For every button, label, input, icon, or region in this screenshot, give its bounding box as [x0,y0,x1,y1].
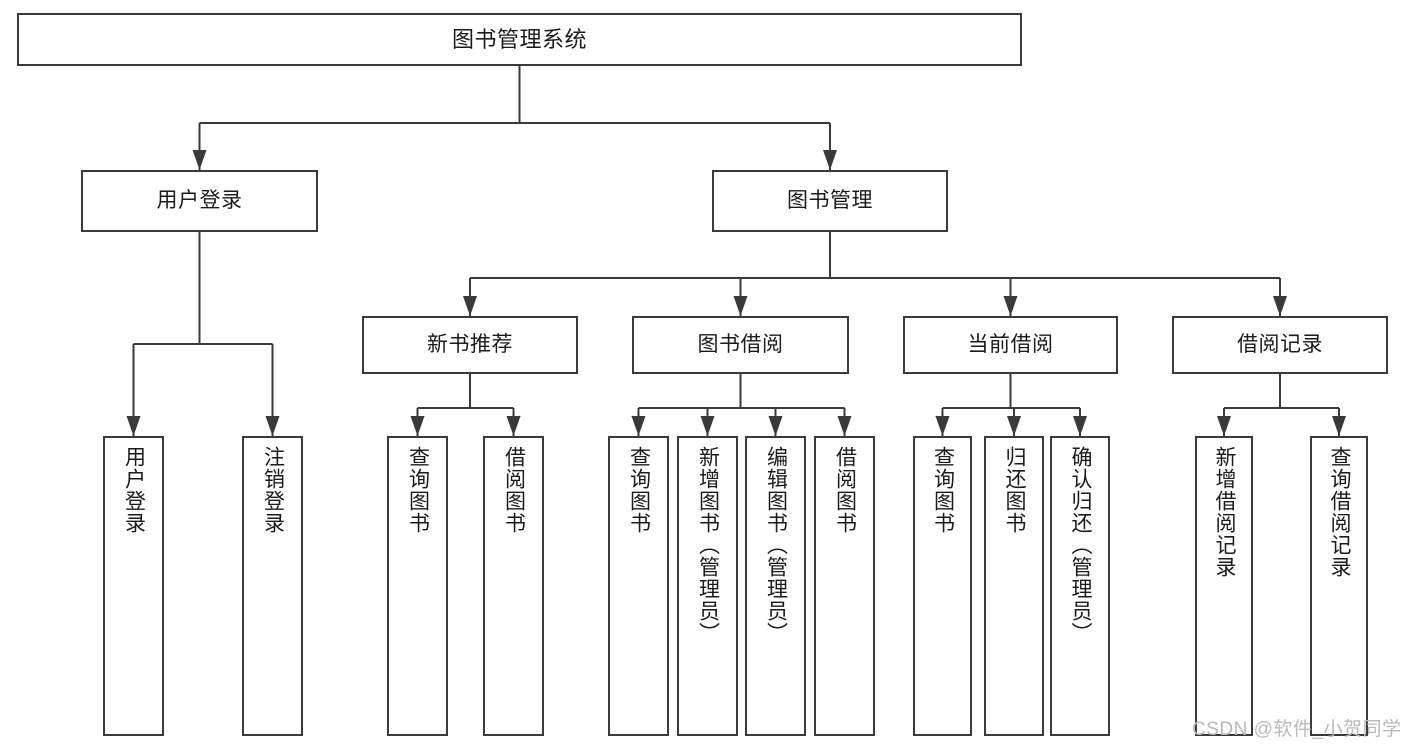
arrow-head-icon [935,416,950,436]
arrow-head-icon [631,416,646,436]
arrow-head-icon [1003,296,1018,316]
arrow-head-icon [126,416,141,436]
node-label: 查询图书 [406,446,430,534]
arrow-head-icon [1332,416,1346,436]
node-label: 新书推荐 [427,332,513,356]
node-label: 新增图书（管理员） [696,446,720,644]
node-label: 新增借阅记录 [1213,446,1237,578]
csdn-watermark: CSDN @软件_小贺同学 [1192,719,1402,740]
node-leaf-logout[interactable]: 注销登录 [242,436,303,736]
node-label: 编辑图书（管理员） [764,446,788,644]
node-label: 借阅图书 [502,446,526,534]
node-leaf-borrow-book-2[interactable]: 借阅图书 [814,436,875,736]
node-borrow-record[interactable]: 借阅记录 [1172,316,1388,374]
node-current-borrow[interactable]: 当前借阅 [903,316,1118,374]
node-label: 确认归还（管理员） [1069,446,1093,644]
arrow-head-icon [1217,416,1231,436]
node-leaf-query-book-2[interactable]: 查询图书 [608,436,669,736]
node-leaf-confirm-return[interactable]: 确认归还（管理员） [1050,436,1110,736]
arrow-head-icon [265,416,280,436]
node-leaf-edit-book[interactable]: 编辑图书（管理员） [745,436,806,736]
arrow-head-icon [410,416,425,436]
node-label: 当前借阅 [967,332,1054,356]
node-label: 借阅图书 [833,446,857,534]
arrow-head-icon [1273,296,1287,316]
node-leaf-query-book-1[interactable]: 查询图书 [387,436,448,736]
node-leaf-add-book[interactable]: 新增图书（管理员） [677,436,738,736]
arrow-head-icon [506,416,521,436]
node-leaf-query-book-3[interactable]: 查询图书 [913,436,972,736]
node-label: 查询图书 [627,446,651,534]
node-leaf-borrow-book-1[interactable]: 借阅图书 [483,436,544,736]
node-book-borrow[interactable]: 图书借阅 [632,316,849,374]
node-label: 图书管理 [787,188,873,212]
node-root[interactable]: 图书管理系统 [17,13,1022,66]
node-label: 查询借阅记录 [1328,446,1352,578]
node-label: 借阅记录 [1237,332,1323,356]
node-book-manage[interactable]: 图书管理 [712,170,948,232]
arrow-head-icon [700,416,715,436]
arrow-head-icon [1073,416,1087,436]
arrow-head-icon [768,416,783,436]
arrow-head-icon [192,150,207,170]
arrow-head-icon [463,296,477,316]
node-leaf-return-book[interactable]: 归还图书 [984,436,1044,736]
node-label: 图书借阅 [697,332,784,356]
node-leaf-query-record[interactable]: 查询借阅记录 [1310,436,1368,736]
node-new-book-rec[interactable]: 新书推荐 [362,316,578,374]
node-label: 查询图书 [931,446,955,534]
node-leaf-user-login[interactable]: 用户登录 [103,436,164,736]
node-label: 用户登录 [156,188,243,212]
arrow-head-icon [823,150,837,170]
node-label: 归还图书 [1003,446,1027,534]
arrow-head-icon [837,416,852,436]
arrow-head-icon [733,296,748,316]
arrow-head-icon [1007,416,1021,436]
node-user-login[interactable]: 用户登录 [81,170,318,232]
node-label: 注销登录 [261,446,285,534]
node-leaf-add-record[interactable]: 新增借阅记录 [1195,436,1253,736]
node-label: 用户登录 [122,446,146,534]
node-label: 图书管理系统 [451,26,587,52]
